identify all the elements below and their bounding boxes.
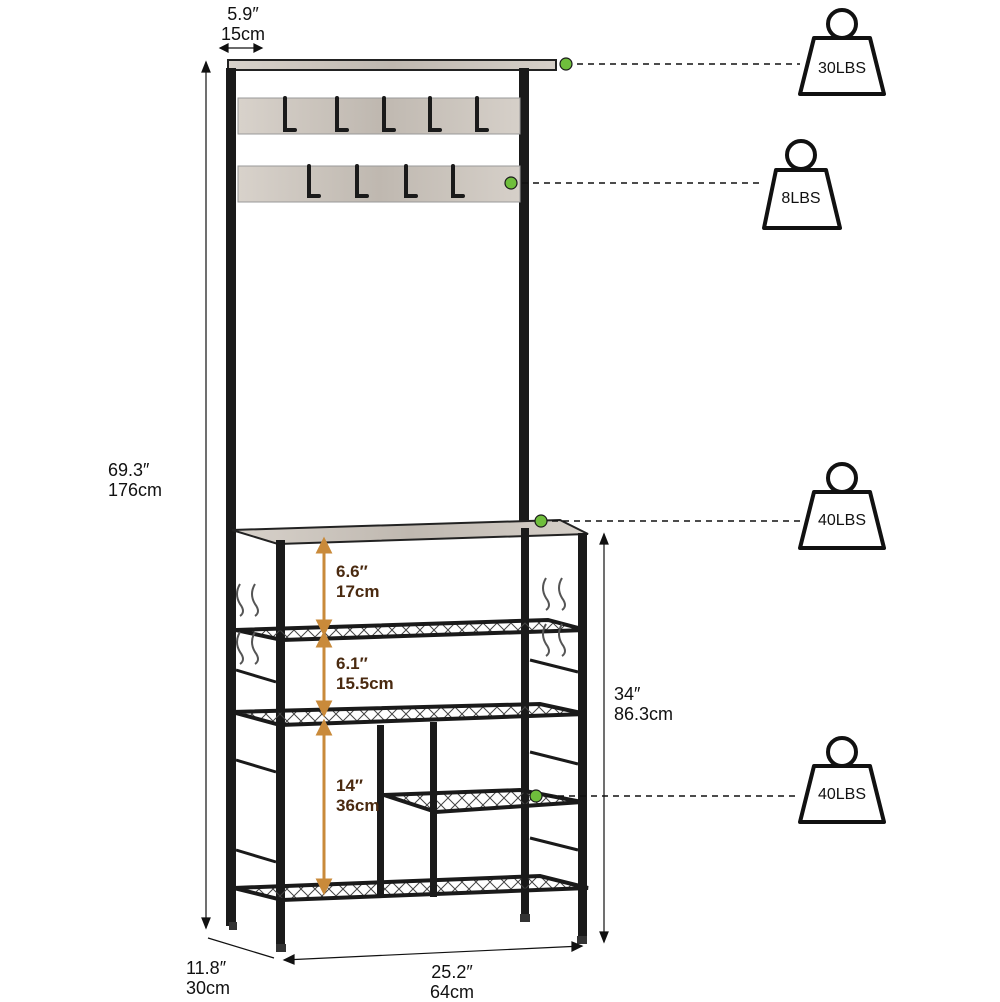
top-shelf bbox=[227, 59, 557, 71]
depth-top-label: 5.9″ 15cm bbox=[208, 4, 278, 44]
s-hooks bbox=[236, 577, 566, 665]
marker-top-shelf bbox=[559, 57, 573, 71]
load-point-markers bbox=[504, 57, 573, 803]
shelf-2 bbox=[231, 701, 587, 728]
shelf-gap-2-in: 6.1″ bbox=[336, 654, 368, 673]
marker-counter bbox=[534, 514, 548, 528]
weight-hook-board: 8LBS bbox=[781, 190, 821, 207]
shelf-gap-3-in: 14″ bbox=[336, 776, 364, 795]
width-label: 25.2″ 64cm bbox=[412, 962, 492, 1002]
weight-icon bbox=[798, 8, 886, 96]
weight-icon bbox=[762, 139, 842, 230]
total-height-in: 69.3″ bbox=[108, 460, 150, 480]
divider-post-left bbox=[377, 725, 384, 897]
weight-top-shelf: 30LBS bbox=[817, 60, 867, 77]
counter-top bbox=[231, 518, 589, 546]
shelf-1 bbox=[235, 617, 587, 643]
weight-icon bbox=[798, 736, 886, 824]
weight-small-shelf: 40LBS bbox=[817, 786, 867, 803]
lower-height-cm: 86.3cm bbox=[614, 704, 674, 724]
lower-height-in: 34″ bbox=[614, 684, 641, 704]
base-depth-label: 11.8″ 30cm bbox=[186, 958, 256, 998]
marker-small-shelf bbox=[529, 789, 543, 803]
width-cm: 64cm bbox=[429, 982, 474, 1002]
right-upright bbox=[519, 68, 529, 528]
lower-frame bbox=[229, 518, 589, 952]
shelf-gap-3-cm: 36cm bbox=[336, 796, 380, 815]
weight-icon bbox=[798, 462, 886, 550]
total-height-cm: 176cm bbox=[108, 480, 163, 500]
coat-hooks-row-2 bbox=[307, 164, 465, 198]
front-left-leg bbox=[276, 540, 285, 946]
shelf-gap-3-label: 14″ 36cm bbox=[336, 776, 379, 816]
back-right-leg bbox=[521, 528, 529, 918]
gap-arrows bbox=[315, 536, 333, 896]
shelf-gap-1-in: 6.6″ bbox=[336, 562, 368, 581]
weight-counter: 40LBS bbox=[817, 512, 867, 529]
shelf-gap-2-cm: 15.5cm bbox=[336, 674, 394, 693]
upper-frame bbox=[226, 59, 557, 926]
lower-height-label: 34″ 86.3cm bbox=[614, 684, 704, 724]
coat-hooks-row-1 bbox=[283, 96, 489, 132]
side-rungs bbox=[235, 658, 579, 864]
total-height-label: 69.3″ 176cm bbox=[108, 460, 192, 500]
hook-board-bottom bbox=[237, 165, 521, 203]
weight-leaders bbox=[511, 63, 800, 797]
shelf-gap-1-label: 6.6″ 17cm bbox=[336, 562, 379, 602]
base-depth-in: 11.8″ bbox=[186, 958, 227, 978]
depth-top-cm: 15cm bbox=[220, 24, 265, 44]
divider-post-right bbox=[430, 722, 437, 897]
shelf-3 bbox=[383, 787, 583, 815]
shelf-bottom bbox=[233, 873, 589, 903]
dimension-lines bbox=[201, 43, 609, 965]
marker-hook-board bbox=[504, 176, 518, 190]
depth-top-in: 5.9″ bbox=[227, 4, 259, 24]
front-right-leg bbox=[578, 533, 587, 939]
shelf-gap-2-label: 6.1″ 15.5cm bbox=[336, 654, 394, 694]
shelf-gap-1-cm: 17cm bbox=[336, 582, 380, 601]
base-depth-cm: 30cm bbox=[186, 978, 231, 998]
feet bbox=[229, 914, 587, 952]
left-upright bbox=[226, 68, 236, 926]
width-in: 25.2″ bbox=[431, 962, 473, 982]
